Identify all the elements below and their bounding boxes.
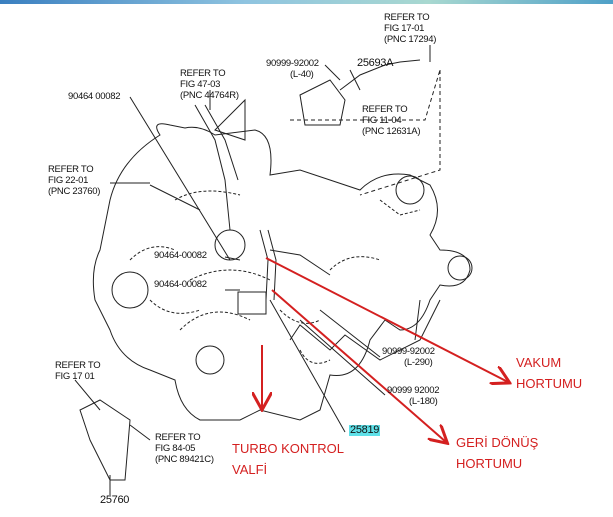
annotation-line: HORTUMU bbox=[456, 456, 523, 471]
label-line: REFER TO bbox=[55, 360, 101, 371]
label-line: FIG 22-01 bbox=[48, 175, 89, 186]
label-line: (PNC 23760) bbox=[48, 186, 101, 197]
label-line: REFER TO bbox=[362, 104, 408, 115]
label-line: REFER TO bbox=[155, 432, 201, 443]
annotation-line: VAKUM bbox=[516, 355, 562, 370]
label-line: (L-40) bbox=[290, 69, 314, 80]
part-90464-00082-mid2: 90464-00082 bbox=[154, 279, 207, 290]
label-line: (PNC 17294) bbox=[384, 34, 437, 45]
label-line: FIG 17 01 bbox=[55, 371, 95, 382]
label-line: FIG 84-05 bbox=[155, 443, 196, 454]
vakum-hortumu-annotation: VAKUM HORTUMU bbox=[516, 352, 582, 394]
label-line: REFER TO bbox=[48, 164, 94, 175]
geri-donus-hortumu-annotation: GERİ DÖNÜŞ HORTUMU bbox=[456, 432, 538, 474]
annotation-line: GERİ DÖNÜŞ bbox=[456, 435, 539, 450]
label-line: 90999 92002 bbox=[387, 385, 440, 396]
annotation-line: HORTUMU bbox=[516, 376, 583, 391]
label-line: (L-290) bbox=[404, 357, 433, 368]
part-90464-00082-top: 90464 00082 bbox=[68, 91, 121, 102]
label-line: FIG 17-01 bbox=[384, 23, 425, 34]
engine-outline bbox=[92, 123, 471, 421]
annotation-line: VALFİ bbox=[232, 462, 268, 477]
part-90999-92002-l180: 90999 92002(L-180) bbox=[387, 385, 439, 407]
part-25760: 25760 bbox=[100, 494, 130, 506]
label-line: (PNC 44764R) bbox=[180, 90, 239, 101]
label-line: 90999-92002 bbox=[382, 346, 435, 357]
label-line: REFER TO bbox=[384, 12, 430, 23]
part-25819-highlighted: 25819 bbox=[349, 424, 381, 436]
part-90999-92002-l40: 90999-92002(L-40) bbox=[266, 58, 319, 80]
leader-lines bbox=[74, 45, 431, 495]
label-line: (L-180) bbox=[409, 396, 438, 407]
label-line: REFER TO bbox=[180, 68, 226, 79]
header-gradient-bar bbox=[0, 0, 613, 4]
label-line: (PNC 12631A) bbox=[362, 126, 421, 137]
label-line: 90999-92002 bbox=[266, 58, 319, 69]
vakum-arrow bbox=[265, 257, 508, 382]
part-25693A: 25693A bbox=[357, 57, 394, 69]
geri-donus-arrow bbox=[271, 289, 446, 442]
part-90999-92002-l290: 90999-92002(L-290) bbox=[382, 346, 435, 368]
turbo-kontrol-valfi-annotation: TURBO KONTROL VALFİ bbox=[232, 438, 344, 480]
label-line: FIG 47-03 bbox=[180, 79, 221, 90]
label-line: (PNC 89421C) bbox=[155, 454, 214, 465]
label-line: FIG 11-04 bbox=[362, 115, 402, 126]
part-90464-00082-mid1: 90464-00082 bbox=[154, 250, 207, 261]
annotation-line: TURBO KONTROL bbox=[232, 441, 344, 456]
